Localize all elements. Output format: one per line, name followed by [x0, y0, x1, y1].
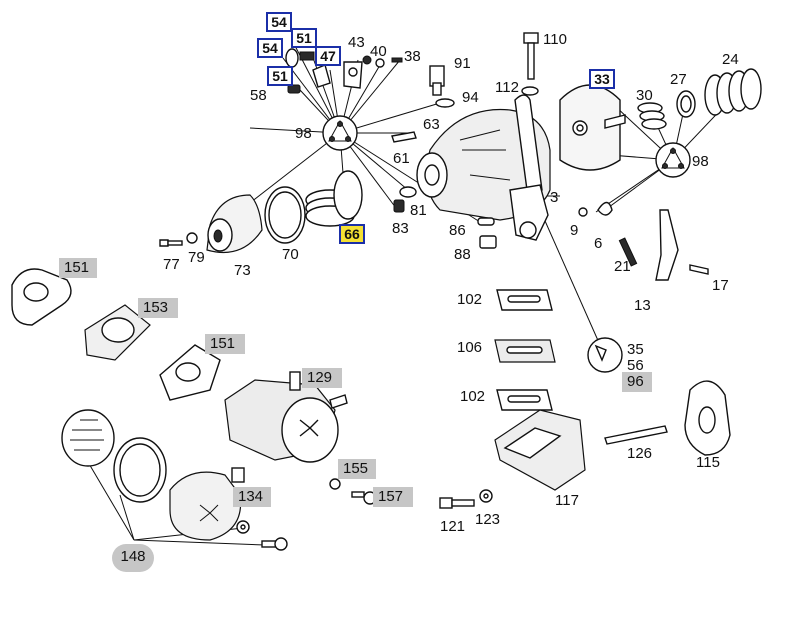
part-label-94: 94 [462, 89, 479, 106]
part-label-121: 121 [440, 518, 466, 535]
part-label-115: 115 [696, 454, 720, 471]
ring-27 [676, 90, 696, 118]
hotspot-151-lower[interactable]: 151 [205, 334, 245, 354]
hotspot-151-upper[interactable]: 151 [59, 258, 97, 278]
part-label-110: 110 [543, 31, 567, 48]
part-label-112: 112 [495, 79, 519, 96]
hub-left [322, 115, 358, 151]
part-label-91: 91 [454, 55, 471, 72]
hotspot-153[interactable]: 153 [138, 298, 178, 318]
small-left-parts [159, 186, 497, 249]
part-label-56: 56 [627, 357, 644, 374]
part-label-30: 30 [636, 87, 653, 104]
part-label-38: 38 [404, 48, 421, 65]
hotspot-66-highlighted[interactable]: 66 [339, 224, 365, 244]
hotspot-157[interactable]: 157 [373, 487, 413, 507]
spring-30 [637, 102, 667, 130]
small-parts-bottom [236, 478, 377, 551]
diaphragm-cover-73 [206, 194, 263, 254]
bottom-blank-area [0, 590, 794, 630]
pump-129 [224, 371, 348, 463]
small-parts-top [285, 32, 539, 143]
part-label-17: 17 [712, 277, 729, 294]
hotspot-54-top[interactable]: 54 [266, 12, 292, 32]
hotspot-134[interactable]: 134 [233, 487, 271, 507]
rod-126 [604, 425, 668, 445]
tool-35 [587, 337, 623, 373]
part-label-81: 81 [410, 202, 427, 219]
flange-153 [84, 304, 151, 361]
hotspot-54-mid[interactable]: 54 [257, 38, 283, 58]
flange-115 [684, 380, 731, 456]
part-label-21: 21 [614, 258, 631, 275]
gasket-151a [11, 268, 72, 326]
part-label-35: 35 [627, 341, 644, 358]
part-label-106: 106 [457, 339, 483, 356]
part-label-61: 61 [393, 150, 410, 167]
part-label-6: 6 [594, 235, 603, 252]
hotspot-155[interactable]: 155 [338, 459, 376, 479]
part-label-98-left: 98 [295, 125, 312, 142]
filter-148 [61, 409, 167, 503]
diaphragm-33 [559, 84, 626, 171]
spring-24 [704, 68, 762, 116]
valve-spring-66 [305, 170, 363, 227]
part-label-88: 88 [454, 246, 471, 263]
gasket-151b [159, 344, 221, 401]
part-label-98-right: 98 [692, 153, 709, 170]
pump-body [416, 94, 551, 241]
part-label-86: 86 [449, 222, 466, 239]
part-label-77: 77 [163, 256, 180, 273]
part-label-83: 83 [392, 220, 409, 237]
part-label-43: 43 [348, 34, 365, 51]
plate-102b [496, 389, 553, 411]
part-label-123: 123 [475, 511, 501, 528]
part-label-102-lower: 102 [460, 388, 486, 405]
hotspot-51-lower[interactable]: 51 [267, 66, 293, 86]
part-label-27: 27 [670, 71, 687, 88]
part-label-13: 13 [634, 297, 651, 314]
hotspot-148[interactable]: 148 [112, 544, 154, 572]
part-label-3: 3 [550, 189, 559, 206]
part-label-73: 73 [234, 262, 251, 279]
part-label-40: 40 [370, 43, 387, 60]
part-label-58: 58 [250, 87, 267, 104]
parts-diagram [11, 32, 762, 551]
plate-102a [496, 289, 553, 311]
part-label-126: 126 [627, 445, 653, 462]
part-label-79: 79 [188, 249, 205, 266]
part-label-24: 24 [722, 51, 739, 68]
part-label-70: 70 [282, 246, 299, 263]
part-label-63: 63 [423, 116, 440, 133]
gasket-70 [264, 186, 306, 244]
hotspot-33[interactable]: 33 [589, 69, 615, 89]
housing-117 [494, 409, 586, 491]
part-label-117: 117 [555, 492, 579, 509]
hotspot-129[interactable]: 129 [302, 368, 342, 388]
hub-right [655, 142, 691, 178]
plate-106 [494, 339, 556, 363]
hotspot-96[interactable]: 96 [622, 372, 652, 392]
part-label-102-upper: 102 [457, 291, 483, 308]
filter-bowl-134 [169, 467, 245, 541]
hotspot-47[interactable]: 47 [315, 46, 341, 66]
lever-parts [578, 201, 709, 281]
part-label-9: 9 [570, 222, 579, 239]
hotspot-51-top[interactable]: 51 [291, 28, 317, 48]
bolt-121-washer-123 [439, 489, 493, 509]
